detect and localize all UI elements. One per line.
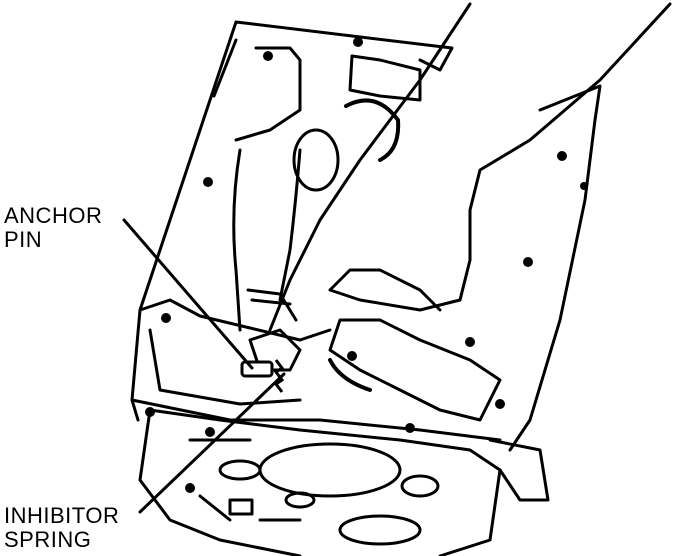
bolt-8 — [523, 257, 533, 267]
bolt-12 — [145, 407, 155, 417]
valve-port-1 — [258, 442, 402, 498]
bracket — [488, 438, 550, 502]
case-inner-wall — [234, 46, 302, 142]
cavity-left — [232, 148, 242, 332]
case-rib — [212, 38, 238, 98]
leader-inhibitor-spring — [138, 372, 286, 514]
tool-stripe — [246, 288, 298, 322]
bolt-7 — [557, 151, 567, 161]
pan-rail — [130, 298, 502, 442]
valve-slot — [228, 498, 254, 516]
cavity-center — [278, 148, 302, 302]
anchor-pin-label-line-2: PIN — [4, 227, 43, 252]
valve-port-2 — [218, 459, 262, 481]
tool-body — [328, 318, 502, 422]
bolt-6 — [465, 337, 475, 347]
bolt-2 — [353, 37, 363, 47]
finger-shadow — [328, 358, 372, 392]
valve-channel — [188, 438, 302, 522]
thumb — [328, 268, 442, 312]
bolt-9 — [580, 182, 588, 190]
leader-anchor-pin — [122, 218, 254, 370]
bore-upper — [292, 128, 340, 192]
valve-port-3 — [284, 491, 316, 509]
inhibitor-spring-label-line-2: SPRING — [4, 527, 92, 552]
inhibitor-spring — [273, 359, 285, 393]
bore-shadow — [344, 98, 401, 162]
pan-rail-inner — [148, 328, 302, 406]
bolt-14 — [495, 399, 505, 409]
valve-port-5 — [338, 514, 422, 546]
bolt-13 — [185, 483, 195, 493]
bolt-10 — [405, 423, 415, 433]
bolt-11 — [205, 427, 215, 437]
hand-upper — [268, 2, 472, 332]
cast-boss — [348, 54, 422, 102]
bolt-5 — [347, 351, 357, 361]
case-rear-flange — [508, 84, 602, 452]
anchor-pin-label-line-1: ANCHOR — [4, 203, 103, 228]
bolt-4 — [161, 313, 171, 323]
bolt-3 — [203, 177, 213, 187]
anchor-pin — [240, 360, 274, 378]
hand-lower — [328, 2, 672, 312]
bolt-1 — [263, 51, 273, 61]
inhibitor-spring-label-line-1: INHIBITOR — [4, 503, 120, 528]
valve-port-4 — [400, 474, 440, 498]
